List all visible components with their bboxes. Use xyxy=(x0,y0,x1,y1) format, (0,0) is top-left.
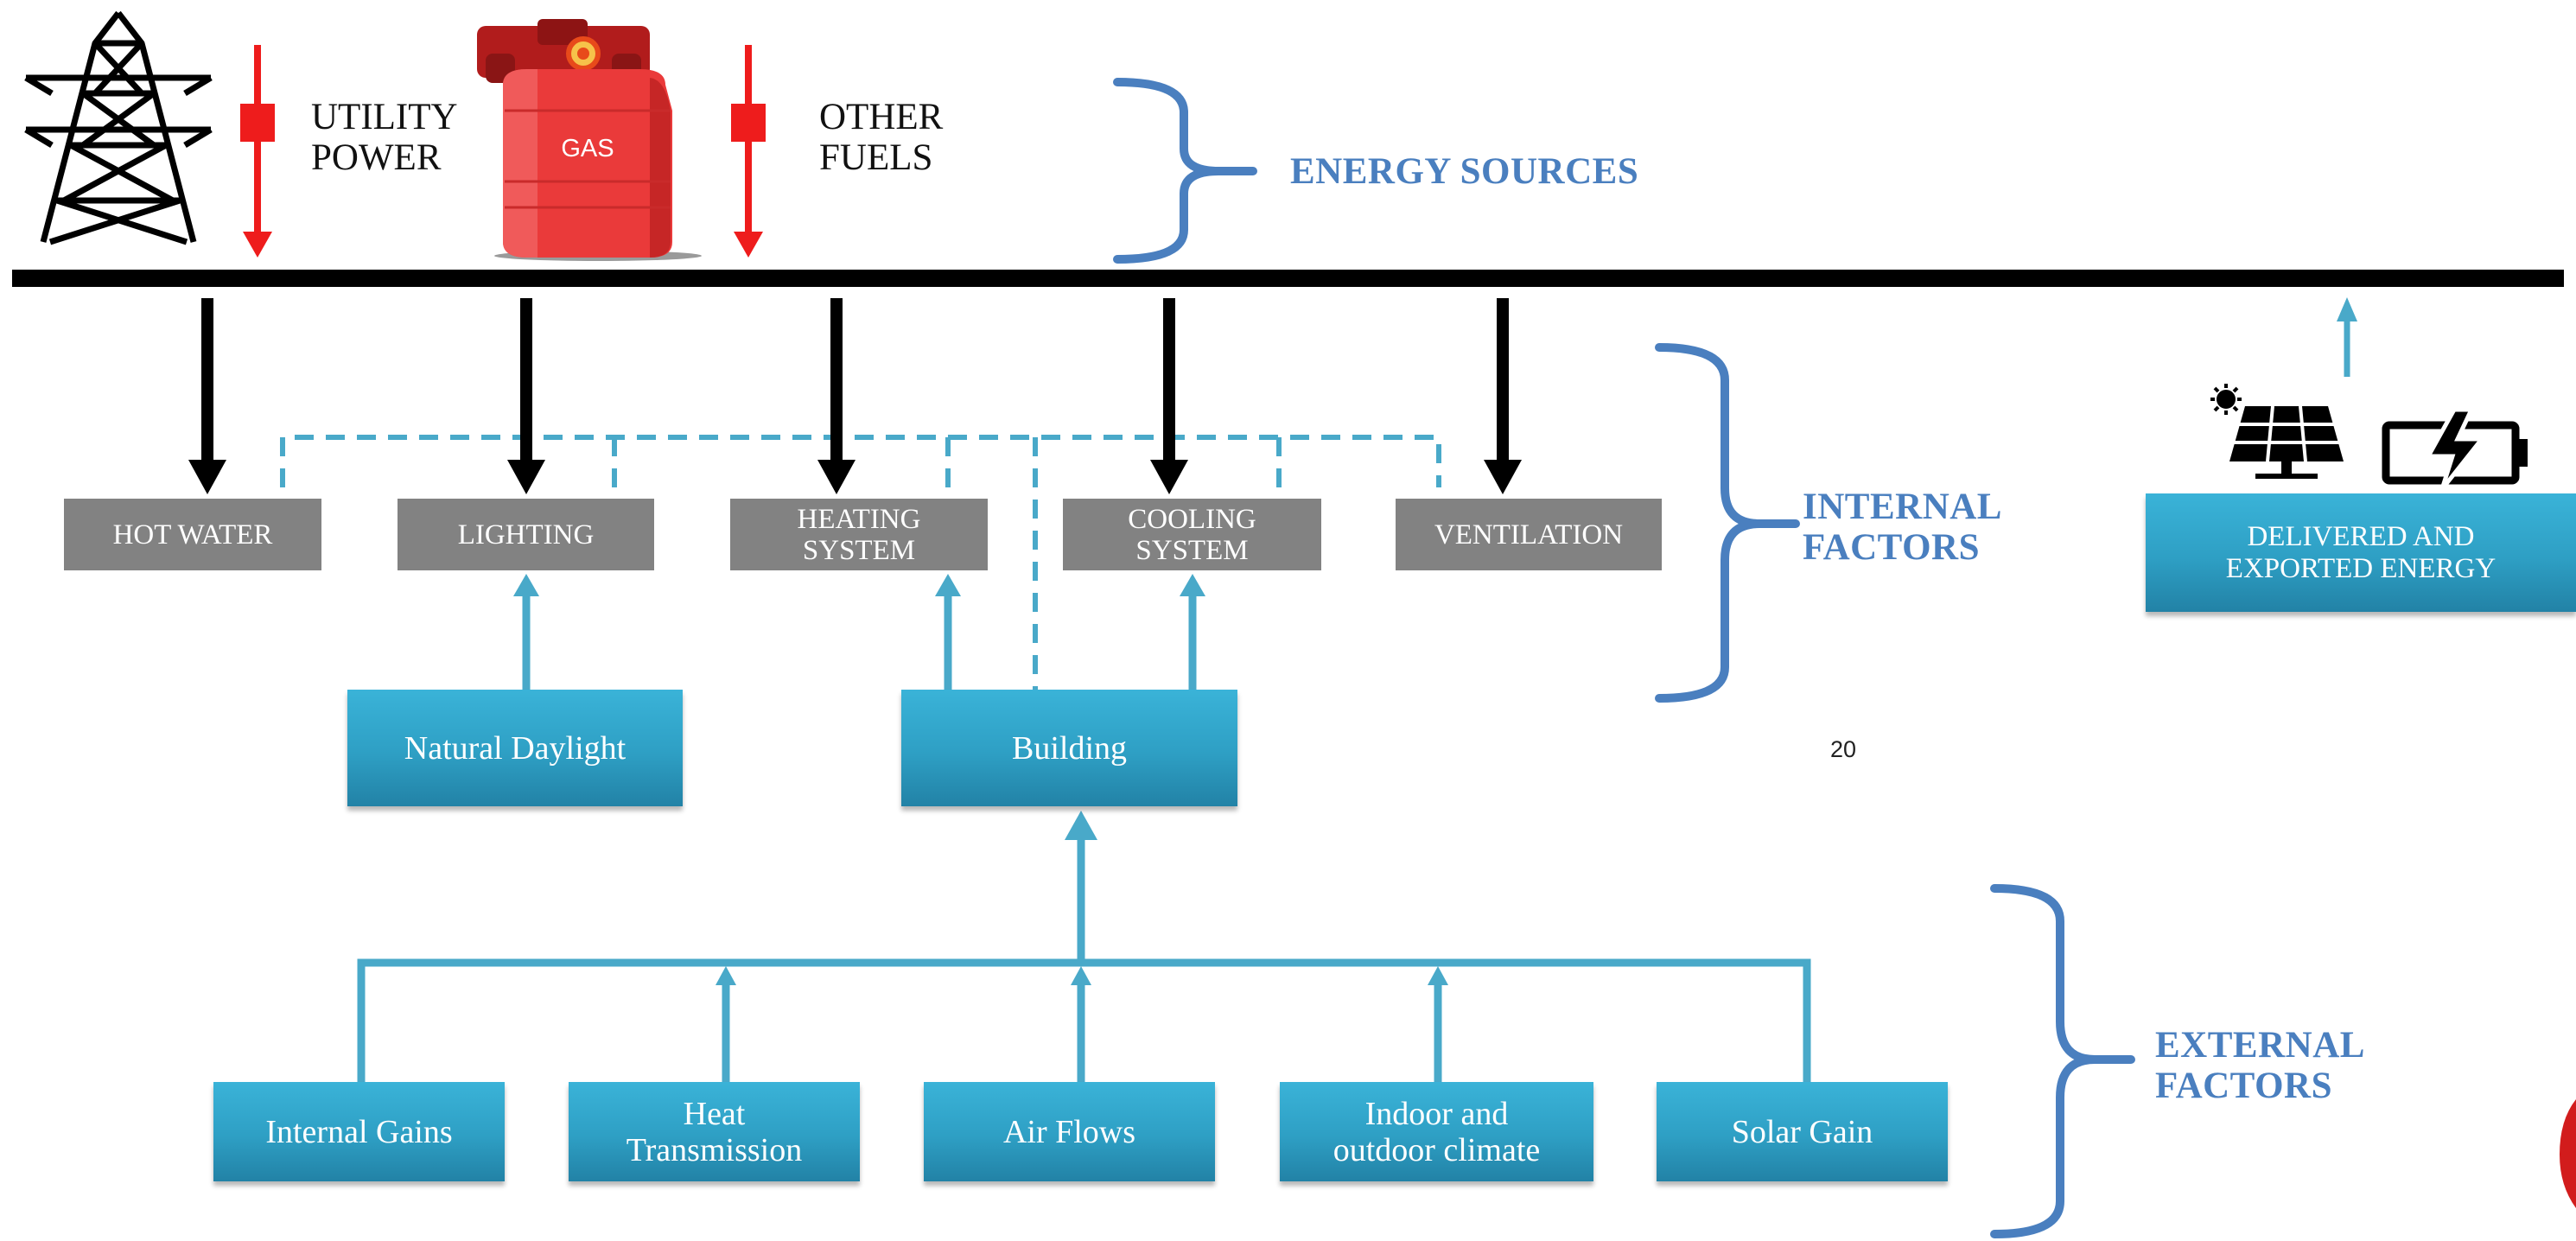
utility-power-arrow xyxy=(240,45,275,258)
utility-power-label: UTILITY POWER xyxy=(311,97,458,178)
ventilation-box: VENTILATION xyxy=(1396,499,1662,570)
bus-arrows xyxy=(201,298,1509,467)
indoor-outdoor-climate-box: Indoor and outdoor climate xyxy=(1280,1082,1593,1181)
lighting-box: LIGHTING xyxy=(398,499,654,570)
transmission-tower-icon xyxy=(24,10,213,245)
gas-cylinder-icon: GAS xyxy=(477,19,702,261)
other-fuels-label: OTHER FUELS xyxy=(819,97,944,178)
air-flows-box: Air Flows xyxy=(924,1082,1215,1181)
gas-cylinder-label: GAS xyxy=(561,135,614,162)
heating-system-box: HEATING SYSTEM xyxy=(730,499,988,570)
solar-panel-icon xyxy=(2229,405,2344,479)
energy-sources-bracket xyxy=(1113,78,1257,264)
page-number: 20 xyxy=(1830,736,1857,762)
cooling-system-box: COOLING SYSTEM xyxy=(1063,499,1321,570)
building-box: Building xyxy=(901,690,1237,806)
bus-arrowheads xyxy=(188,460,1522,494)
dashed-connectors xyxy=(280,435,1441,690)
sun-icon xyxy=(2210,384,2242,415)
natural-daylight-box: Natural Daylight xyxy=(347,690,683,806)
energy-bus-bar xyxy=(12,270,2564,287)
delivered-energy-arrow xyxy=(2337,297,2357,377)
internal-gains-box: Internal Gains xyxy=(213,1082,505,1181)
other-fuels-arrow xyxy=(731,45,766,258)
delivered-exported-energy-box: DELIVERED AND EXPORTED ENERGY xyxy=(2146,493,2576,612)
external-factors-label: EXTERNAL FACTORS xyxy=(2155,1025,2365,1106)
energy-sources-label: ENERGY SOURCES xyxy=(1290,151,1639,192)
battery-charging-icon xyxy=(2382,407,2528,491)
logo-fragment xyxy=(2560,1099,2576,1208)
external-tree-connectors xyxy=(357,811,1811,1083)
internal-factors-label: INTERNAL FACTORS xyxy=(1803,487,2002,568)
heat-transmission-box: Heat Transmission xyxy=(569,1082,860,1181)
solar-gain-box: Solar Gain xyxy=(1657,1082,1948,1181)
external-factors-bracket xyxy=(1990,884,2135,1238)
internal-factors-bracket xyxy=(1655,343,1800,703)
hot-water-box: HOT WATER xyxy=(64,499,321,570)
daylight-building-arrows xyxy=(513,574,1205,690)
